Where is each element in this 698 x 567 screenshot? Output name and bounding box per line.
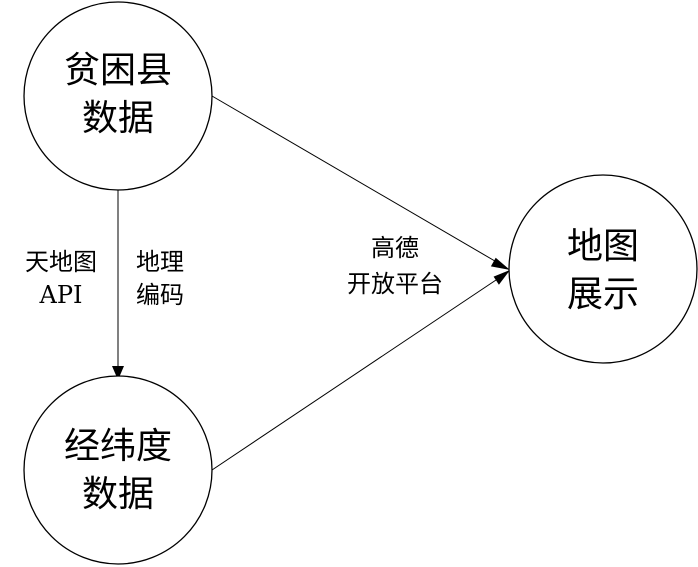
node-map-display-label-1: 地图 [567, 226, 639, 267]
node-poverty-county-label-1: 贫困县 [64, 50, 172, 91]
edge-label-tianditu-1: 天地图 [25, 248, 97, 276]
node-lat-lng-label-1: 经纬度 [64, 426, 172, 467]
edge-latlng-to-map [211, 275, 503, 471]
arrow-head-map-lower [493, 270, 510, 285]
node-poverty-county-label-2: 数据 [82, 98, 154, 139]
edge-label-tianditu: 天地图 API [25, 248, 97, 309]
node-poverty-county: 贫困县 数据 [23, 1, 213, 191]
edge-label-amap: 高德 开放平台 [347, 234, 443, 298]
node-lat-lng-circle [23, 375, 213, 565]
edge-county-to-map [211, 95, 501, 265]
arrow-head-map-upper [490, 257, 510, 270]
edge-label-geocoding-2: 编码 [136, 281, 184, 309]
node-poverty-county-circle [23, 1, 213, 191]
node-map-display-label-2: 展示 [567, 274, 639, 315]
node-map-display-circle [508, 174, 698, 364]
node-lat-lng: 经纬度 数据 [23, 375, 213, 565]
node-map-display: 地图 展示 [508, 174, 698, 364]
node-lat-lng-label-2: 数据 [82, 474, 154, 515]
edge-label-tianditu-2: API [39, 281, 83, 309]
edge-label-geocoding: 地理 编码 [136, 248, 184, 309]
arrow-head-latlng [112, 366, 124, 380]
edge-label-geocoding-1: 地理 [136, 248, 184, 276]
edge-label-amap-1: 高德 [371, 234, 419, 262]
edge-label-amap-2: 开放平台 [347, 270, 443, 298]
